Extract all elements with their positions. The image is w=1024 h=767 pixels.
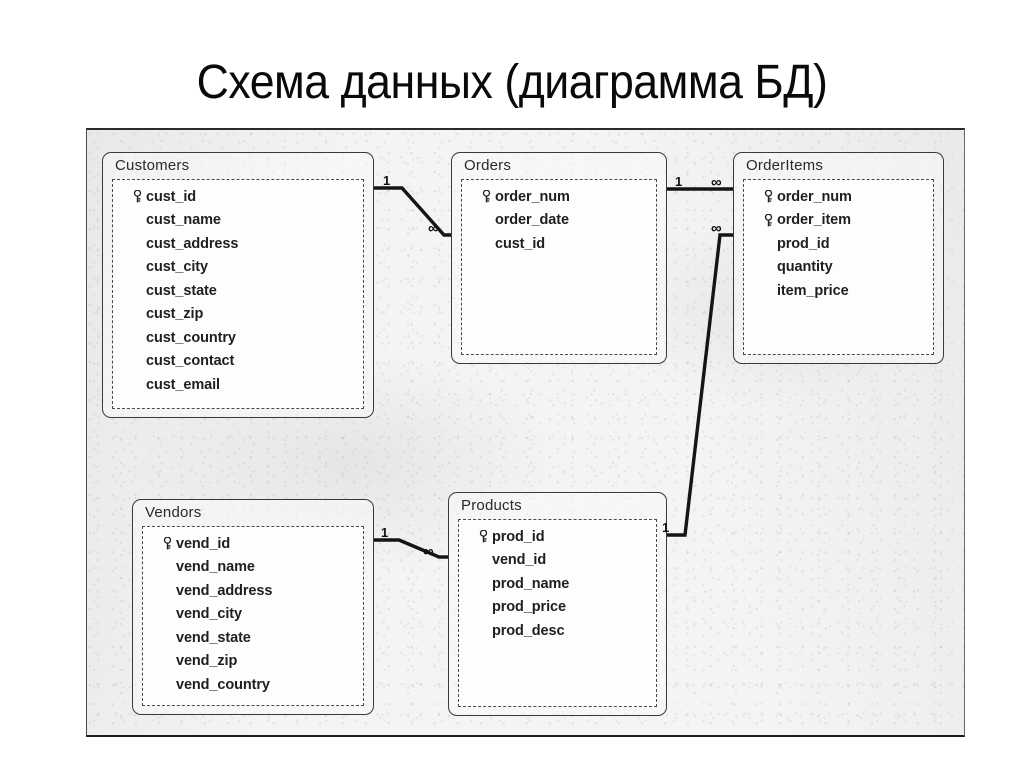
field-row[interactable]: order_date: [462, 209, 656, 233]
primary-key-icon: [475, 530, 492, 543]
field-row[interactable]: cust_country: [113, 326, 363, 350]
field-name: cust_country: [146, 329, 236, 346]
field-name: vend_address: [176, 582, 273, 599]
field-name: cust_id: [146, 188, 197, 205]
field-row[interactable]: vend_state: [143, 626, 363, 650]
field-row[interactable]: prod_desc: [459, 619, 656, 643]
field-row[interactable]: cust_email: [113, 373, 363, 397]
field-name: order_item: [777, 212, 851, 229]
field-row[interactable]: vend_country: [143, 673, 363, 697]
entity-title-products: Products: [461, 497, 522, 514]
field-row[interactable]: vend_zip: [143, 650, 363, 674]
field-row[interactable]: cust_state: [113, 279, 363, 303]
entity-products[interactable]: Products prod_id vend_id prod_name prod_…: [448, 492, 667, 716]
field-name: cust_id: [495, 235, 546, 252]
field-row[interactable]: cust_zip: [113, 303, 363, 327]
entity-fields-orders: order_num order_date cust_id: [461, 179, 657, 355]
field-name: cust_address: [146, 235, 239, 252]
field-name: prod_id: [492, 528, 545, 545]
primary-key-icon: [760, 213, 777, 227]
relation-customers-orders: [374, 186, 451, 237]
field-row[interactable]: vend_city: [143, 603, 363, 627]
field-name: quantity: [777, 259, 833, 276]
field-name: vend_country: [176, 676, 270, 693]
primary-key-icon: [478, 190, 495, 203]
entity-title-vendors: Vendors: [145, 504, 202, 521]
relation-vendors-products: [374, 538, 448, 559]
field-row[interactable]: cust_name: [113, 209, 363, 233]
field-name: cust_name: [146, 212, 221, 229]
entity-orders[interactable]: Orders order_num order_date cust_id: [451, 152, 667, 364]
cardinality-orders-many: ∞: [428, 220, 439, 237]
field-row[interactable]: vend_id: [459, 549, 656, 573]
field-row[interactable]: item_price: [744, 279, 933, 303]
entity-fields-vendors: vend_id vend_name vend_address vend_city…: [142, 526, 364, 706]
cardinality-orders-one: 1: [675, 174, 683, 189]
primary-key-icon: [129, 190, 146, 203]
field-name: vend_id: [492, 552, 547, 569]
field-name: prod_name: [492, 575, 570, 592]
field-row[interactable]: order_item: [744, 209, 933, 233]
entity-fields-customers: cust_id cust_name cust_address cust_city…: [112, 179, 364, 409]
entity-vendors[interactable]: Vendors vend_id vend_name vend_address v…: [132, 499, 374, 715]
entity-title-customers: Customers: [115, 157, 190, 174]
primary-key-icon: [760, 190, 777, 203]
field-row[interactable]: cust_id: [113, 185, 363, 209]
field-name: order_num: [495, 188, 570, 205]
field-name: item_price: [777, 282, 849, 299]
relation-products-orderitems: [667, 233, 733, 537]
cardinality-products-one: 1: [662, 520, 670, 535]
primary-key-icon: [159, 537, 176, 550]
field-name: vend_zip: [176, 653, 238, 670]
field-row[interactable]: quantity: [744, 256, 933, 280]
field-name: prod_id: [777, 235, 830, 252]
field-name: cust_state: [146, 282, 217, 299]
field-row[interactable]: cust_contact: [113, 350, 363, 374]
cardinality-vendors-one: 1: [381, 525, 389, 540]
field-row[interactable]: prod_id: [459, 525, 656, 549]
er-diagram-frame: Customers cust_id cust_name cust_address…: [86, 128, 965, 737]
field-row[interactable]: vend_name: [143, 556, 363, 580]
entity-fields-orderitems: order_num order_item prod_id quantity it…: [743, 179, 934, 355]
field-name: cust_contact: [146, 353, 235, 370]
field-name: order_date: [495, 212, 569, 229]
entity-customers[interactable]: Customers cust_id cust_name cust_address…: [102, 152, 374, 418]
field-name: vend_name: [176, 559, 255, 576]
field-row[interactable]: cust_id: [462, 232, 656, 256]
cardinality-orderitems-many-from-products: ∞: [711, 220, 722, 237]
cardinality-customers-one: 1: [383, 173, 391, 188]
field-row[interactable]: prod_id: [744, 232, 933, 256]
field-row[interactable]: order_num: [744, 185, 933, 209]
page-title: Схема данных (диаграмма БД): [196, 56, 828, 109]
field-row[interactable]: vend_id: [143, 532, 363, 556]
field-row[interactable]: prod_price: [459, 596, 656, 620]
entity-title-orders: Orders: [464, 157, 512, 174]
cardinality-products-many: ∞: [423, 543, 434, 560]
field-name: prod_price: [492, 599, 566, 616]
field-name: cust_zip: [146, 306, 204, 323]
field-row[interactable]: prod_name: [459, 572, 656, 596]
field-name: vend_state: [176, 629, 251, 646]
field-row[interactable]: cust_address: [113, 232, 363, 256]
entity-title-orderitems: OrderItems: [746, 157, 824, 174]
field-name: prod_desc: [492, 622, 565, 639]
field-name: vend_city: [176, 606, 242, 623]
entity-orderitems[interactable]: OrderItems order_num order_item prod_id …: [733, 152, 944, 364]
field-name: cust_email: [146, 376, 220, 393]
field-row[interactable]: order_num: [462, 185, 656, 209]
field-name: cust_city: [146, 259, 208, 276]
field-row[interactable]: cust_city: [113, 256, 363, 280]
entity-fields-products: prod_id vend_id prod_name prod_price pro…: [458, 519, 657, 707]
field-row[interactable]: vend_address: [143, 579, 363, 603]
cardinality-orderitems-many-from-orders: ∞: [711, 174, 722, 191]
field-name: order_num: [777, 188, 852, 205]
field-name: vend_id: [176, 535, 231, 552]
